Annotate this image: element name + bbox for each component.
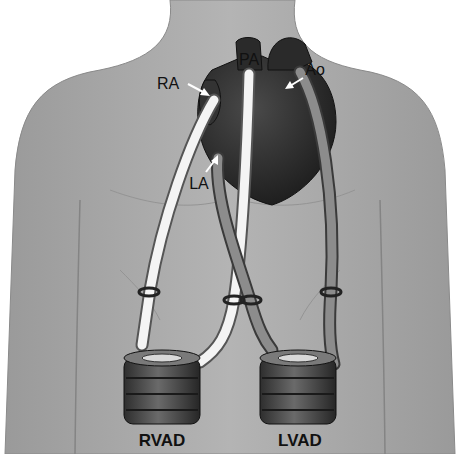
anatomy-label: PA <box>239 52 259 68</box>
pump-device <box>260 350 336 424</box>
anatomy-label: Ao <box>305 62 325 78</box>
chest-crease <box>110 190 355 205</box>
device-label: LVAD <box>278 432 322 449</box>
pump-device <box>124 350 200 424</box>
anatomy-label: LA <box>189 176 209 192</box>
arm-crease <box>75 200 80 454</box>
device-label: RVAD <box>139 432 186 449</box>
arm-crease <box>380 200 385 454</box>
pulmonary-artery <box>236 38 262 71</box>
cannula <box>142 72 334 364</box>
leader-arrow <box>188 78 303 172</box>
torso-silhouette <box>5 0 455 454</box>
anatomy-label: RA <box>157 76 179 92</box>
skin-cuff <box>139 288 341 304</box>
